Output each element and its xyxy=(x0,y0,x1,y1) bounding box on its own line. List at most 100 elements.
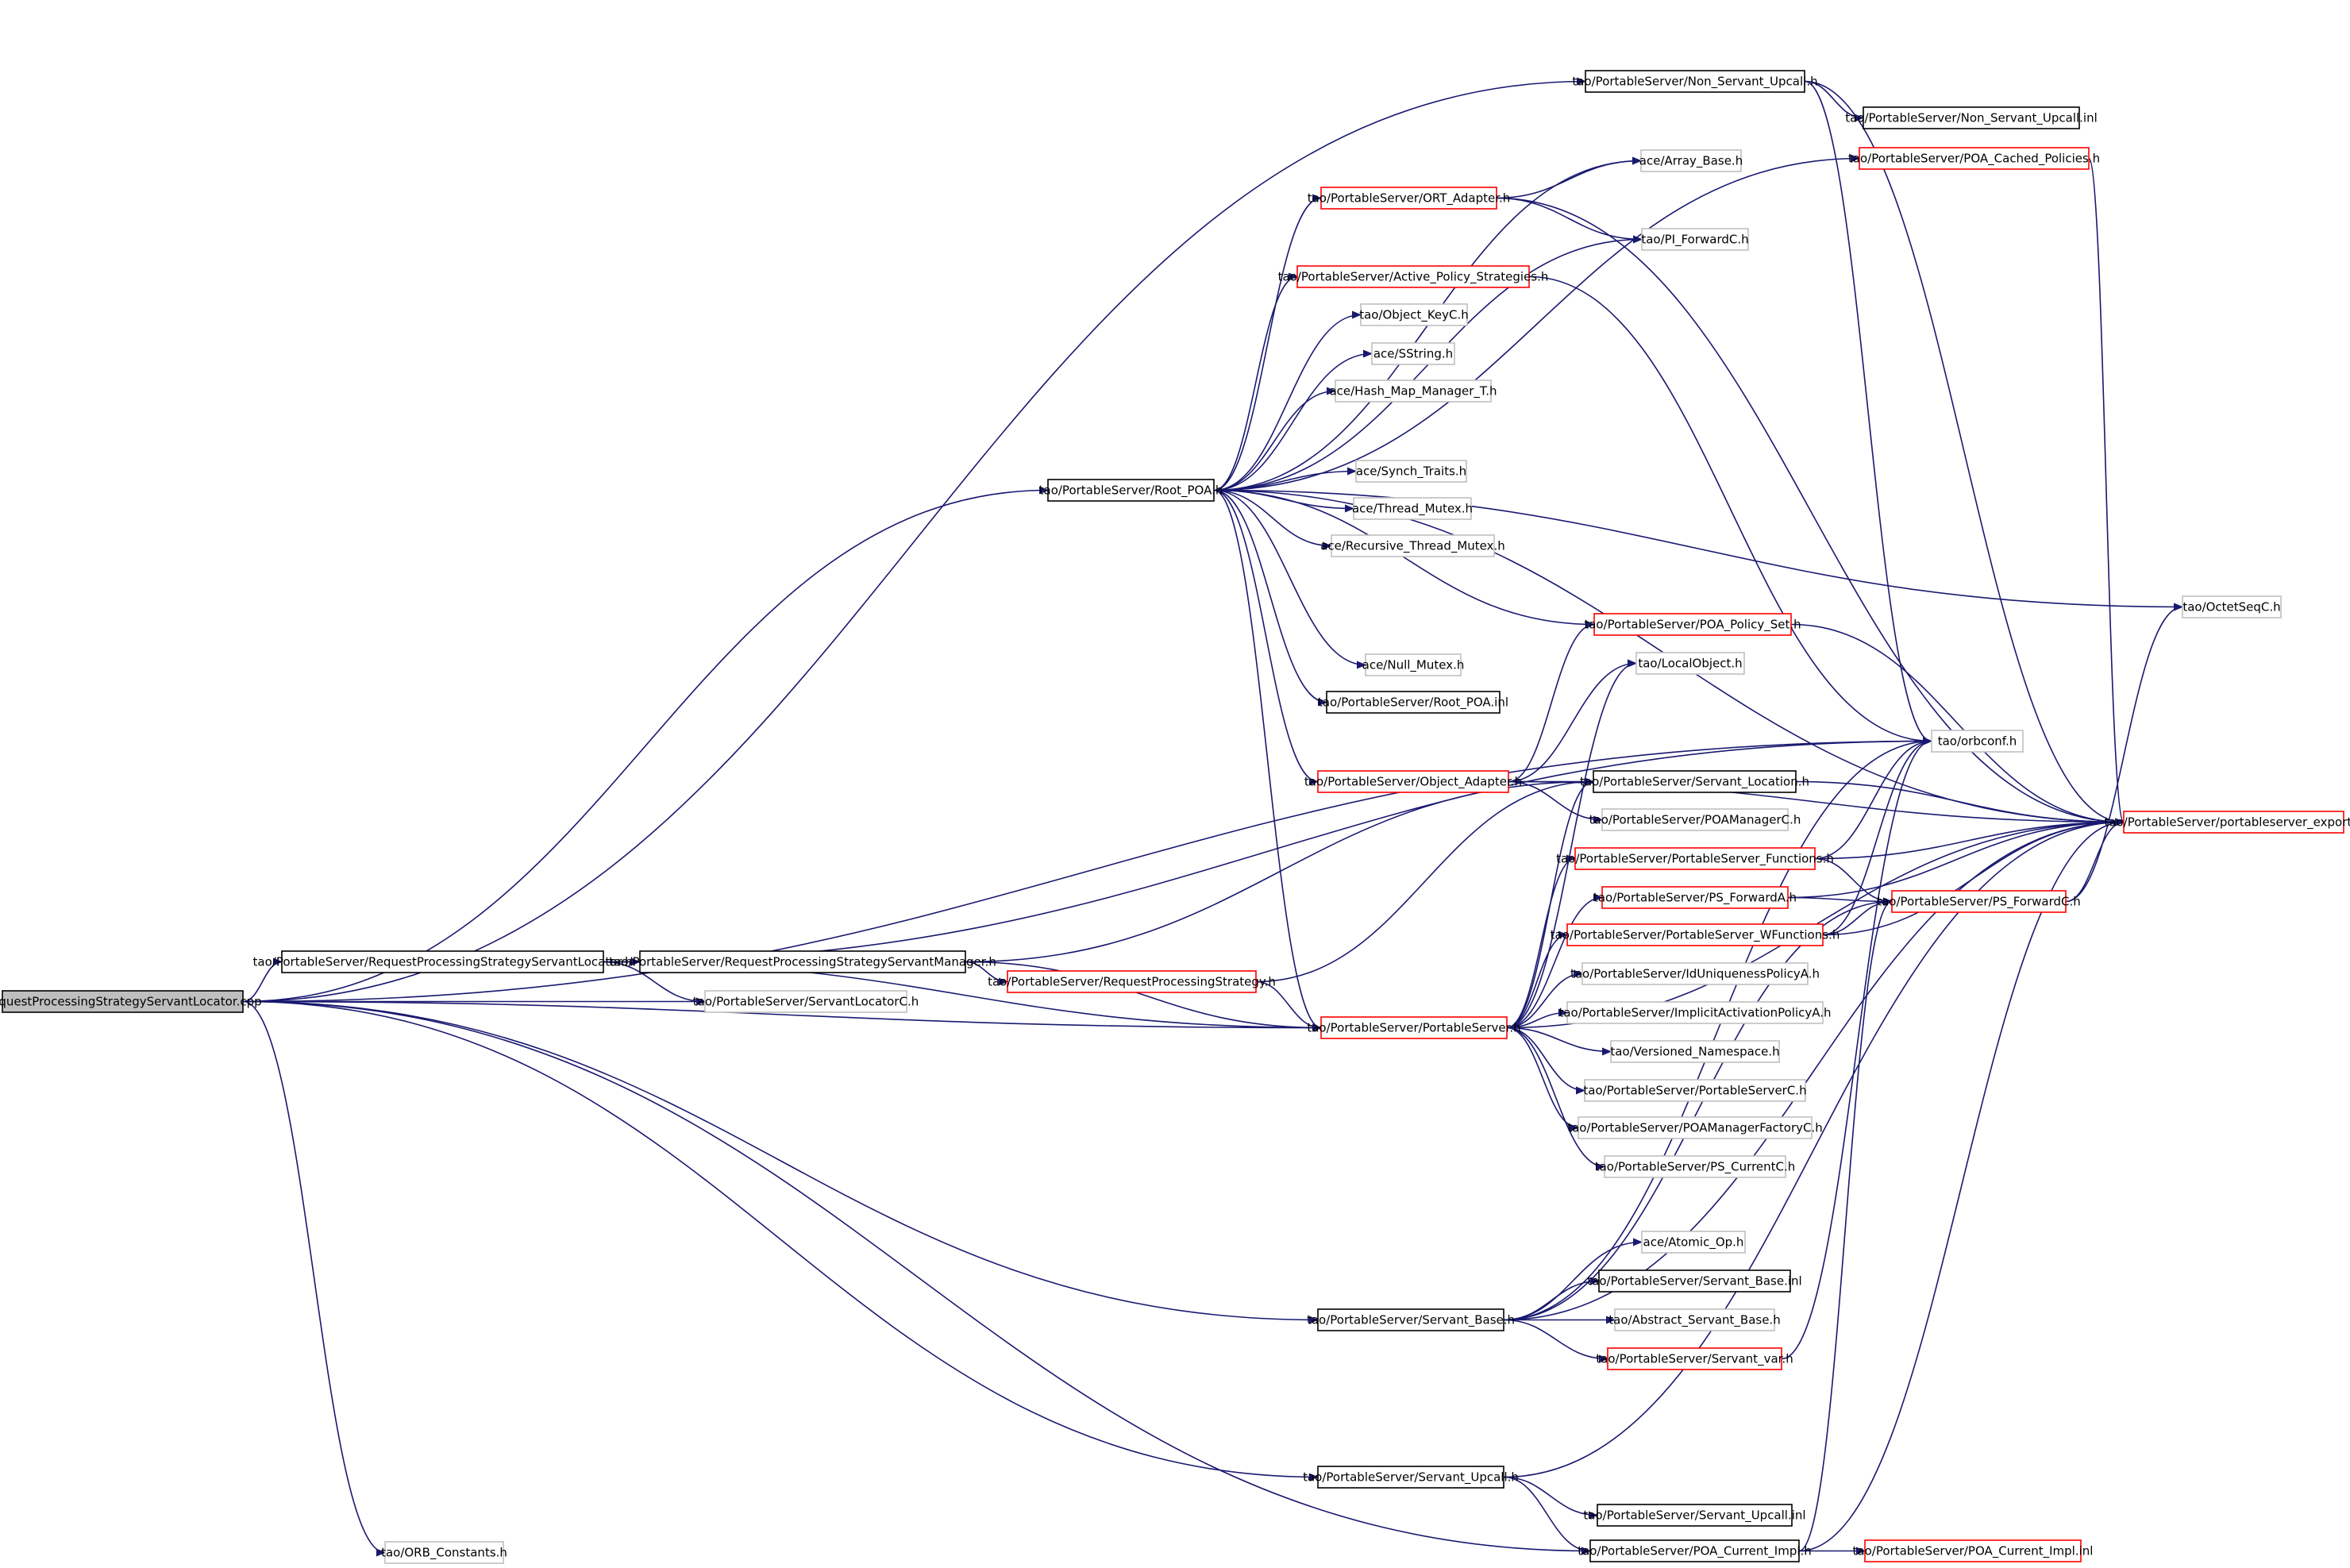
node-tao-portableserver-non-servant-upcall-h[interactable]: tao/PortableServer/Non_Servant_Upcall.h xyxy=(1572,70,1818,93)
edge-root-to-rsl xyxy=(242,957,283,1003)
node-tao-portableserver-servant-upcall-h[interactable]: tao/PortableServer/Servant_Upcall.h xyxy=(1303,1466,1519,1489)
edge-layer xyxy=(242,77,2183,1557)
node-tao-orb-constants-h[interactable]: tao/ORB_Constants.h xyxy=(381,1541,507,1564)
node-tao-portableserver-iduniquenesspolicya-h[interactable]: tao/PortableServer/IdUniquenessPolicyA.h xyxy=(1570,962,1820,985)
node-tao-portableserver-poa-current-impl-inl[interactable]: tao/PortableServer/POA_Current_Impl.inl xyxy=(1853,1539,2094,1562)
node-box xyxy=(1317,1308,1504,1331)
node-box xyxy=(1326,691,1501,714)
node-box xyxy=(1371,342,1455,365)
node-box xyxy=(1353,497,1472,520)
edge-rpoa-to-nmx xyxy=(1213,489,1366,669)
node-tao-portableserver-ort-adapter-h[interactable]: tao/PortableServer/ORT_Adapter.h xyxy=(1308,187,1511,210)
node-tao-portableserver-portableserver-wfunctions-h[interactable]: tao/PortableServer/PortableServer_WFunct… xyxy=(1551,923,1840,946)
node-tao-portableserver-poa-cached-policies-h[interactable]: tao/PortableServer/POA_Cached_Policies.h xyxy=(1848,147,2100,170)
edge-pci-to-psc xyxy=(1798,897,1893,1552)
edge-pps-to-pex xyxy=(1790,623,2125,826)
node-tao-portableserver-root-poa-h[interactable]: tao/PortableServer/Root_POA.h xyxy=(1039,479,1223,502)
node-label: tao/PortableServer/portableserver_export… xyxy=(2104,815,2350,830)
node-box xyxy=(1597,1504,1793,1527)
node-box xyxy=(1601,886,1789,909)
edge-suh-to-pci xyxy=(1503,1476,1591,1555)
edge-sbh-to-sbi xyxy=(1503,1277,1600,1321)
node-box xyxy=(704,990,907,1013)
node-requestprocessingstrategyservantlocator-cpp[interactable]: RequestProcessingStrategyServantLocator.… xyxy=(0,990,262,1013)
node-tao-portableserver-poa-current-impl-h[interactable]: tao/PortableServer/POA_Current_Impl.h xyxy=(1578,1539,1812,1562)
node-tao-portableserver-portableserverc-h[interactable]: tao/PortableServer/PortableServerC.h xyxy=(1583,1079,1807,1102)
node-tao-abstract-servant-base-h[interactable]: tao/Abstract_Servant_Base.h xyxy=(1608,1308,1781,1331)
node-box xyxy=(1296,265,1530,288)
edge-psh-to-psa xyxy=(1506,893,1603,1029)
node-tao-portableserver-servant-base-h[interactable]: tao/PortableServer/Servant_Base.h xyxy=(1307,1308,1515,1331)
node-box xyxy=(1601,808,1789,831)
node-box xyxy=(1566,923,1824,946)
node-tao-portableserver-poamanagerc-h[interactable]: tao/PortableServer/POAManagerC.h xyxy=(1589,808,1801,831)
node-tao-portableserver-ps-currentc-h[interactable]: tao/PortableServer/PS_CurrentC.h xyxy=(1595,1155,1796,1178)
node-tao-portableserver-requestprocessingstrategy-h[interactable]: tao/PortableServer/RequestProcessingStra… xyxy=(988,970,1276,993)
node-label: tao/orbconf.h xyxy=(1938,734,2017,749)
edge-psf-to-orb xyxy=(1814,737,1932,860)
node-tao-portableserver-implicitactivationpolicya-h[interactable]: tao/PortableServer/ImplicitActivationPol… xyxy=(1558,1001,1832,1024)
edge-nsu-to-pex xyxy=(1804,80,2125,826)
node-ace-recursive-thread-mutex-h[interactable]: ace/Recursive_Thread_Mutex.h xyxy=(1320,534,1505,557)
node-tao-portableserver-servant-var-h[interactable]: tao/PortableServer/Servant_var.h xyxy=(1596,1347,1793,1370)
node-label: tao/Abstract_Servant_Base.h xyxy=(1608,1313,1780,1328)
node-tao-portableserver-servant-location-h[interactable]: tao/PortableServer/Servant_Location.h xyxy=(1580,770,1809,793)
node-tao-portableserver-poa-policy-set-h[interactable]: tao/PortableServer/POA_Policy_Set.h xyxy=(1584,613,1801,636)
edge-oad-to-lob xyxy=(1508,659,1637,783)
node-label: tao/PortableServer/Servant_Base.inl xyxy=(1587,1274,1801,1289)
node-box xyxy=(1566,1001,1824,1024)
edge-rpoa-to-okc xyxy=(1213,310,1362,491)
edge-root-to-pci xyxy=(242,1000,1591,1555)
node-label: tao/PI_ForwardC.h xyxy=(1641,233,1748,248)
node-box xyxy=(1931,730,2024,753)
node-label: tao/PortableServer/IdUniquenessPolicyA.h xyxy=(1570,967,1820,981)
node-tao-pi-forwardc-h[interactable]: tao/PI_ForwardC.h xyxy=(1641,228,1749,251)
node-tao-versioned-namespace-h[interactable]: tao/Versioned_Namespace.h xyxy=(1610,1040,1780,1063)
node-label: ace/SString.h xyxy=(1373,347,1453,361)
node-tao-portableserver-poamanagerfactoryc-h[interactable]: tao/PortableServer/POAManagerFactoryC.h xyxy=(1567,1116,1823,1139)
node-ace-sstring-h[interactable]: ace/SString.h xyxy=(1371,342,1455,365)
node-label: tao/ORB_Constants.h xyxy=(381,1546,507,1561)
node-box xyxy=(1635,652,1745,675)
node-box xyxy=(2123,811,2344,834)
edge-root-to-nsu xyxy=(242,77,1586,1003)
node-tao-portableserver-active-policy-strategies-h[interactable]: tao/PortableServer/Active_Policy_Strateg… xyxy=(1278,265,1549,288)
node-ace-synch-traits-h[interactable]: ace/Synch_Traits.h xyxy=(1355,460,1467,483)
node-ace-thread-mutex-h[interactable]: ace/Thread_Mutex.h xyxy=(1352,497,1473,520)
node-box xyxy=(1891,890,2067,913)
node-label: tao/PortableServer/PS_ForwardC.h xyxy=(1877,895,2081,910)
node-box xyxy=(1589,1539,1800,1562)
node-box xyxy=(1317,770,1509,793)
node-tao-portableserver-non-servant-upcall-inl[interactable]: tao/PortableServer/Non_Servant_Upcall.in… xyxy=(1845,106,2098,129)
node-tao-portableserver-requestprocessingstrategyservantlocator-h[interactable]: tao/PortableServer/RequestProcessingStra… xyxy=(253,950,633,973)
node-label: tao/PortableServer/POA_Current_Impl.inl xyxy=(1853,1544,2094,1559)
edge-psw-to-orb xyxy=(1822,737,1932,936)
node-tao-portableserver-servantlocatorc-h[interactable]: tao/PortableServer/ServantLocatorC.h xyxy=(693,990,919,1013)
node-tao-portableserver-servant-base-inl[interactable]: tao/PortableServer/Servant_Base.inl xyxy=(1587,1269,1802,1293)
node-tao-portableserver-requestprocessingstrategyservantmanager-h[interactable]: tao/PortableServer/RequestProcessingStra… xyxy=(609,950,996,973)
node-tao-orbconf-h[interactable]: tao/orbconf.h xyxy=(1931,730,2024,753)
node-tao-object-keyc-h[interactable]: tao/Object_KeyC.h xyxy=(1359,303,1469,326)
node-ace-hash-map-manager-t-h[interactable]: ace/Hash_Map_Manager_T.h xyxy=(1329,379,1497,403)
node-label: tao/PortableServer/PortableServer_Functi… xyxy=(1556,852,1834,867)
edge-root-to-psh xyxy=(242,1000,1322,1032)
node-label: tao/PortableServer/Object_Adapter.h xyxy=(1304,775,1522,790)
node-tao-portableserver-root-poa-inl[interactable]: tao/PortableServer/Root_POA.inl xyxy=(1318,691,1508,714)
node-label: tao/PortableServer/Servant_var.h xyxy=(1596,1352,1793,1367)
node-tao-portableserver-servant-upcall-inl[interactable]: tao/PortableServer/Servant_Upcall.inl xyxy=(1583,1504,1806,1527)
node-tao-portableserver-ps-forwardc-h[interactable]: tao/PortableServer/PS_ForwardC.h xyxy=(1877,890,2081,913)
node-ace-null-mutex-h[interactable]: ace/Null_Mutex.h xyxy=(1362,653,1465,676)
node-label: tao/PortableServer/PS_CurrentC.h xyxy=(1595,1160,1796,1175)
node-tao-portableserver-portableserver-h[interactable]: tao/PortableServer/PortableServer.h xyxy=(1307,1016,1521,1039)
node-tao-portableserver-ps-forwarda-h[interactable]: tao/PortableServer/PS_ForwardA.h xyxy=(1593,886,1797,909)
node-tao-portableserver-portableserver-export-h[interactable]: tao/PortableServer/portableserver_export… xyxy=(2104,811,2350,834)
node-tao-octetseqc-h[interactable]: tao/OctetSeqC.h xyxy=(2182,595,2282,618)
node-tao-portableserver-portableserver-functions-h[interactable]: tao/PortableServer/PortableServer_Functi… xyxy=(1556,847,1834,870)
edge-root-to-sbh xyxy=(242,1000,1319,1324)
node-tao-localobject-h[interactable]: tao/LocalObject.h xyxy=(1635,652,1745,675)
node-box xyxy=(1593,613,1792,636)
node-box xyxy=(384,1541,504,1564)
node-ace-array-base-h[interactable]: ace/Array_Base.h xyxy=(1639,149,1743,172)
node-tao-portableserver-object-adapter-h[interactable]: tao/PortableServer/Object_Adapter.h xyxy=(1304,770,1522,793)
node-ace-atomic-op-h[interactable]: ace/Atomic_Op.h xyxy=(1641,1231,1746,1254)
